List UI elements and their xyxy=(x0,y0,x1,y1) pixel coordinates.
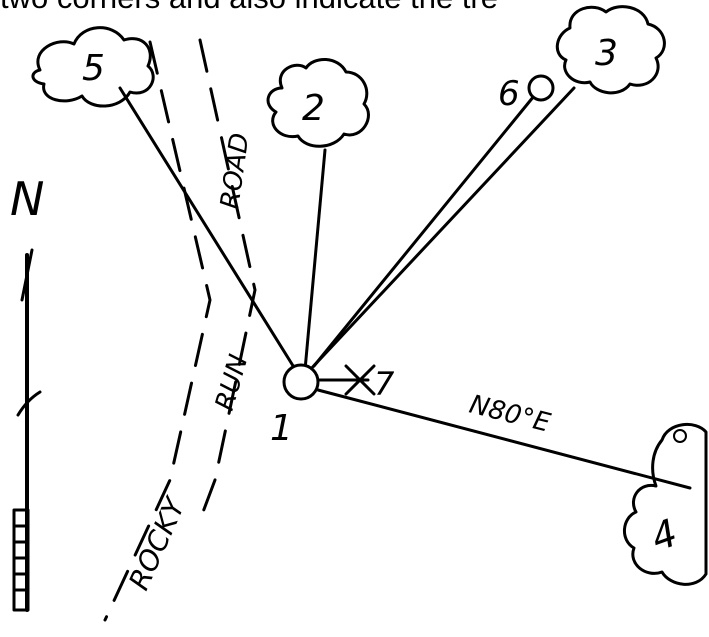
scale-bar-hatch xyxy=(12,508,30,612)
road-label-rocky: ROCKY xyxy=(122,492,192,595)
line-1-to-3a xyxy=(306,86,576,374)
tree-3-outline xyxy=(555,5,666,95)
line-1-to-2 xyxy=(303,148,327,372)
station-5-label: 5 xyxy=(82,48,105,89)
station-2-label: 2 xyxy=(302,88,325,129)
north-label: N xyxy=(10,172,44,226)
road-label-run: RUN xyxy=(210,351,254,414)
road-edge-left xyxy=(103,40,212,622)
station-7-label: 7 xyxy=(374,365,395,403)
tree-4-outline xyxy=(623,423,708,586)
station-4-label: 4 xyxy=(645,511,683,561)
tree-2-outline xyxy=(266,58,370,148)
station-3-label: 3 xyxy=(595,33,618,74)
header-text: two corners and also indicate the tre xyxy=(0,0,709,20)
survey-lines xyxy=(118,86,692,490)
road-edge-right xyxy=(198,38,257,522)
station-7-mark xyxy=(344,364,376,396)
station-6-label: 6 xyxy=(498,74,520,114)
station-1-marker xyxy=(282,363,320,401)
station-1-label: 1 xyxy=(270,408,293,449)
station-6-marker xyxy=(527,74,555,102)
tree-5-outline xyxy=(31,26,155,108)
north-arrow-head xyxy=(16,248,42,417)
line-1-to-4 xyxy=(316,388,692,490)
tree-4-small-circle xyxy=(673,429,687,443)
line-1-to-6 xyxy=(312,94,536,368)
line-1-to-5 xyxy=(118,86,302,379)
